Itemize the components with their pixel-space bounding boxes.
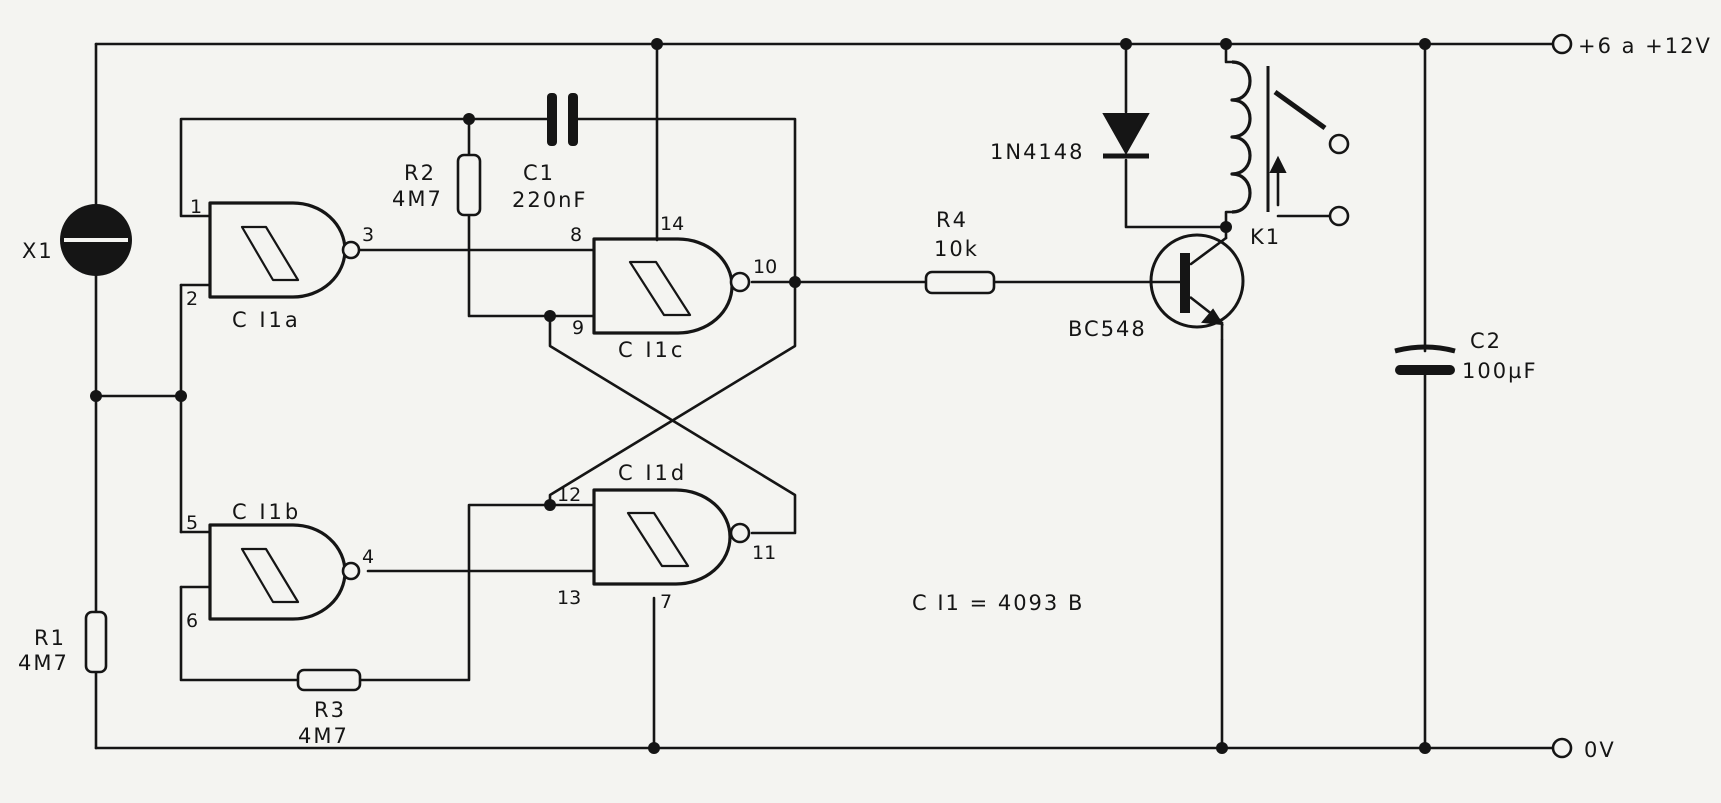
junction-coil-top [1220, 38, 1232, 50]
junction-gate-c-out [789, 276, 801, 288]
diode-1n4148 [1102, 113, 1150, 159]
cross-wire-1 [548, 314, 797, 535]
junction-gate-c-in9 [544, 310, 556, 322]
sensor-label: X1 [22, 239, 54, 263]
capacitor-c1 [547, 93, 578, 146]
r4-value: 10k [934, 237, 979, 261]
gate-b-pin-out: 4 [362, 546, 374, 568]
r4-name: R4 [936, 208, 968, 232]
junction-vdd [651, 38, 663, 50]
gate-d-pin-gnd: 7 [660, 591, 672, 613]
c1-right-wire [576, 117, 797, 284]
junction-diode-top [1120, 38, 1132, 50]
transistor-bc548 [1149, 233, 1245, 340]
gate-a-label: C I1a [232, 308, 301, 332]
relay-k1 [1230, 60, 1350, 227]
gate-c-pin-in1: 8 [570, 224, 582, 246]
junction-gnd-pin [648, 742, 660, 754]
r1-value: 4M7 [18, 651, 69, 675]
resistor-r2 [456, 153, 482, 217]
c2-value: 100µF [1462, 359, 1538, 383]
r1-name: R1 [34, 626, 66, 650]
gate-a-pin-out: 3 [362, 224, 374, 246]
gate-b-pin-in1: 5 [186, 512, 198, 534]
relay-label: K1 [1250, 225, 1281, 249]
transistor-label: BC548 [1068, 317, 1147, 341]
junction-r2-top [463, 113, 475, 125]
wires [94, 42, 1555, 750]
gate-a-pin-in1: 1 [190, 196, 202, 218]
input-bus-v-low [179, 585, 300, 682]
ic-note: C I1 = 4093 B [912, 591, 1084, 615]
supply-label: +6 a +12V [1578, 34, 1712, 58]
junction-sensor-right [175, 390, 187, 402]
resistor-r4 [924, 270, 996, 295]
r3-right-wire [358, 503, 596, 682]
junction-coil-bottom [1220, 221, 1232, 233]
gate-d-pin-out: 11 [752, 542, 776, 564]
resistor-r1 [84, 610, 108, 674]
c1-name: C1 [523, 161, 555, 185]
gate-b-bubble [341, 561, 361, 581]
r3-value: 4M7 [298, 724, 349, 748]
gate-c-pin-out: 10 [753, 256, 777, 278]
ground-terminal [1551, 737, 1573, 759]
gate-b-body [208, 523, 347, 621]
junction-gate-d-in12 [544, 499, 556, 511]
c1-value: 220nF [512, 188, 587, 212]
supply-terminal [1551, 33, 1573, 55]
diode-label: 1N4148 [990, 140, 1085, 164]
gate-d-label: C I1d [618, 461, 687, 485]
gate-c-label: C I1c [618, 338, 685, 362]
gate-a-in1-wire [179, 117, 549, 218]
junction-c2-gnd [1419, 742, 1431, 754]
gate-b-label: C I1b [232, 500, 301, 524]
r2-value: 4M7 [392, 187, 443, 211]
relay-coil [1230, 60, 1252, 214]
diode-bottom-wire [1124, 158, 1228, 229]
junction-sensor-left [90, 390, 102, 402]
junction-c2-top [1419, 38, 1431, 50]
ground-label: 0V [1584, 738, 1616, 762]
gate-a-pin-in2: 2 [186, 288, 198, 310]
junctions [90, 38, 1431, 754]
gate-d-pin-in2: 13 [557, 587, 581, 609]
gate-b [208, 523, 361, 621]
gate-d-pin-in1: 12 [557, 484, 581, 506]
r3-name: R3 [314, 698, 346, 722]
gate-c-pin-vdd: 14 [660, 213, 684, 235]
sensor-x1 [60, 204, 132, 276]
gate-b-pin-in2: 6 [186, 610, 198, 632]
r2-name: R2 [404, 161, 436, 185]
c2-name: C2 [1470, 329, 1502, 353]
gate-a [208, 201, 361, 299]
gate-c-pin-in2: 9 [572, 317, 584, 339]
relay-contact-nc [1328, 133, 1350, 155]
capacitor-c2 [1394, 344, 1456, 375]
junction-emitter-gnd [1216, 742, 1228, 754]
gate-d [592, 488, 751, 586]
relay-contact-no [1328, 205, 1350, 227]
resistor-r3 [296, 668, 362, 692]
gate-c [592, 237, 751, 335]
